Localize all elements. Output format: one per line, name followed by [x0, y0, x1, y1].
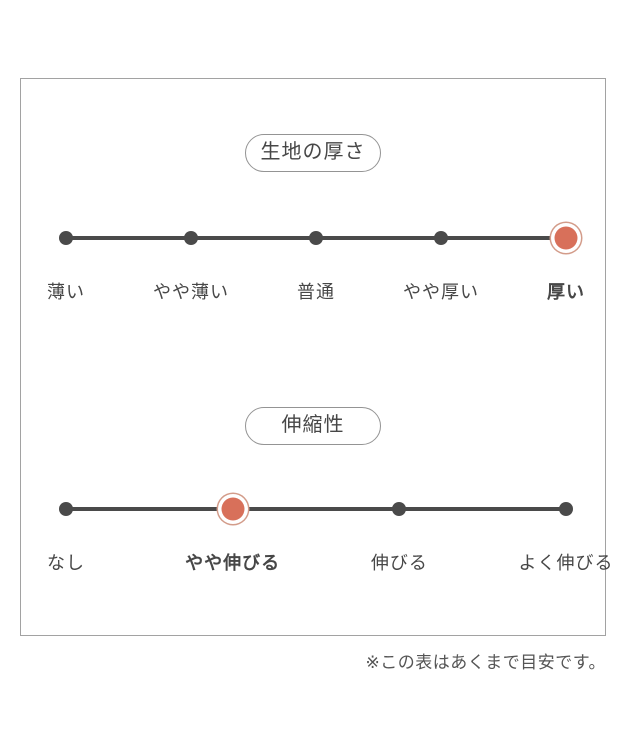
disclaimer-note: ※この表はあくまで目安です。	[365, 653, 606, 672]
scale-line	[66, 507, 566, 511]
scale-dot	[559, 502, 573, 516]
fabric-thickness-title-pill: 生地の厚さ	[245, 134, 381, 172]
scale-dot	[59, 231, 73, 245]
scale-label: 厚い	[547, 282, 585, 302]
scale-dot	[59, 502, 73, 516]
scale-dot	[392, 502, 407, 516]
selected-marker-dot	[554, 226, 578, 250]
scale-label: なし	[47, 553, 85, 573]
scale-label: 薄い	[47, 282, 85, 302]
scale-label: やや伸びる	[185, 553, 281, 573]
spec-panel: 生地の厚さ 薄い やや薄い 普通 やや厚い 厚い	[20, 78, 613, 636]
scale-label: 伸びる	[370, 553, 428, 573]
stretch-title-pill: 伸縮性	[245, 407, 381, 445]
scale-dot	[309, 231, 323, 245]
scale-label: やや薄い	[153, 282, 229, 302]
selected-marker-dot	[221, 497, 245, 521]
scale-label: 普通	[297, 282, 335, 302]
fabric-thickness-title: 生地の厚さ	[260, 141, 366, 163]
scale-label: よく伸びる	[518, 553, 614, 573]
stretch-title: 伸縮性	[281, 414, 345, 436]
scale-dot	[434, 231, 448, 245]
scale-label: やや厚い	[403, 282, 479, 302]
scale-dot	[184, 231, 198, 245]
